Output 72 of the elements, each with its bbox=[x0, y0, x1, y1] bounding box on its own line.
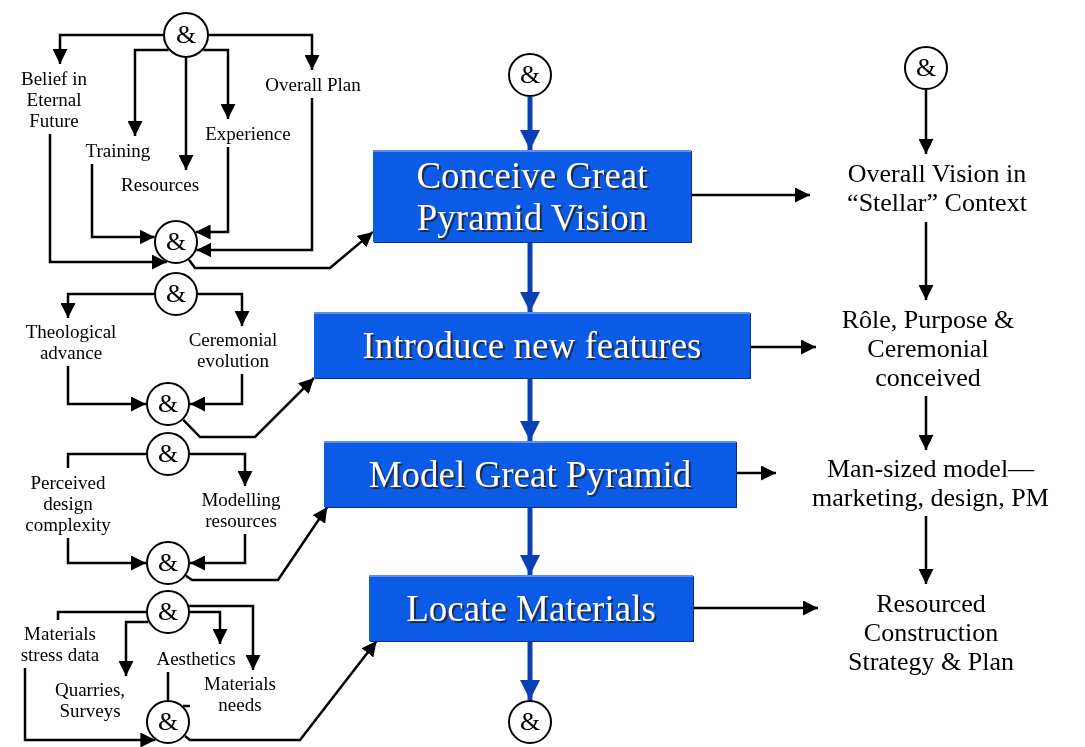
junction-circle: & bbox=[146, 700, 190, 744]
arrow bbox=[189, 604, 261, 670]
arrow bbox=[198, 292, 250, 326]
node-label: Experience bbox=[192, 121, 304, 145]
arrow bbox=[520, 641, 540, 700]
node-label: Ceremonial evolution bbox=[172, 328, 294, 372]
arrow bbox=[190, 534, 247, 571]
node-label: Aesthetics bbox=[144, 646, 248, 670]
node-label: Perceived design complexity bbox=[6, 470, 130, 536]
arrow bbox=[520, 378, 540, 441]
arrow bbox=[23, 668, 156, 747]
junction-circle: & bbox=[154, 272, 198, 316]
arrow bbox=[918, 396, 934, 450]
arrow bbox=[60, 292, 154, 318]
arrow bbox=[693, 600, 818, 616]
arrow bbox=[184, 640, 378, 742]
arrow bbox=[66, 538, 146, 571]
junction-circle: & bbox=[146, 590, 190, 634]
junction-circle: & bbox=[146, 541, 190, 585]
outcome-label: Resourced Construction Strategy & Plan bbox=[820, 586, 1042, 678]
process-box: Locate Materials bbox=[369, 575, 693, 641]
arrow bbox=[127, 48, 169, 136]
junction-circle: & bbox=[508, 53, 552, 97]
node-label: Modelling resources bbox=[182, 488, 300, 532]
connector-line bbox=[166, 672, 170, 700]
outcome-label: Man-sized model— marketing, design, PM bbox=[778, 452, 1083, 514]
arrow bbox=[187, 230, 374, 270]
arrow bbox=[196, 98, 314, 258]
process-box: Conceive Great Pyramid Vision bbox=[373, 150, 691, 242]
outcome-label: Rôle, Purpose & Ceremonial conceived bbox=[818, 302, 1038, 394]
arrow bbox=[118, 620, 149, 676]
arrow bbox=[750, 339, 816, 355]
connector-line bbox=[56, 610, 146, 620]
junction-circle: & bbox=[508, 700, 552, 744]
arrow bbox=[918, 90, 934, 154]
node-label: Materials needs bbox=[192, 672, 288, 716]
junction-circle: & bbox=[154, 220, 198, 264]
arrow bbox=[185, 506, 329, 582]
node-label: Theological advance bbox=[8, 320, 134, 364]
arrow bbox=[190, 610, 228, 644]
arrow bbox=[520, 97, 540, 150]
arrow bbox=[190, 374, 244, 412]
arrow bbox=[195, 147, 230, 240]
node-label: Training bbox=[72, 138, 164, 162]
process-box: Model Great Pyramid bbox=[324, 441, 736, 507]
outcome-label: Overall Vision in “Stellar” Context bbox=[812, 156, 1062, 220]
arrow bbox=[520, 507, 540, 575]
arrow bbox=[90, 164, 155, 245]
node-label: Belief in Eternal Future bbox=[8, 66, 100, 132]
connector-line bbox=[66, 452, 146, 468]
arrow bbox=[918, 516, 934, 584]
junction-circle: & bbox=[146, 382, 190, 426]
node-label: Materials stress data bbox=[4, 622, 116, 666]
arrow bbox=[520, 242, 540, 312]
arrow bbox=[209, 33, 320, 70]
arrow bbox=[190, 452, 253, 486]
junction-circle: & bbox=[163, 12, 209, 58]
arrow bbox=[691, 187, 810, 203]
process-box: Introduce new features bbox=[314, 312, 750, 378]
junction-circle: & bbox=[146, 432, 190, 476]
junction-circle: & bbox=[904, 46, 948, 90]
arrow bbox=[66, 366, 146, 412]
node-label: Resources bbox=[106, 172, 214, 196]
arrow bbox=[52, 33, 163, 64]
node-label: Overall Plan bbox=[248, 72, 378, 96]
arrow bbox=[203, 48, 236, 119]
arrow bbox=[178, 58, 194, 170]
arrow bbox=[48, 134, 167, 270]
node-label: Quarries, Surveys bbox=[40, 678, 140, 722]
arrow bbox=[182, 377, 315, 439]
arrow bbox=[736, 465, 776, 481]
arrow bbox=[918, 222, 934, 300]
